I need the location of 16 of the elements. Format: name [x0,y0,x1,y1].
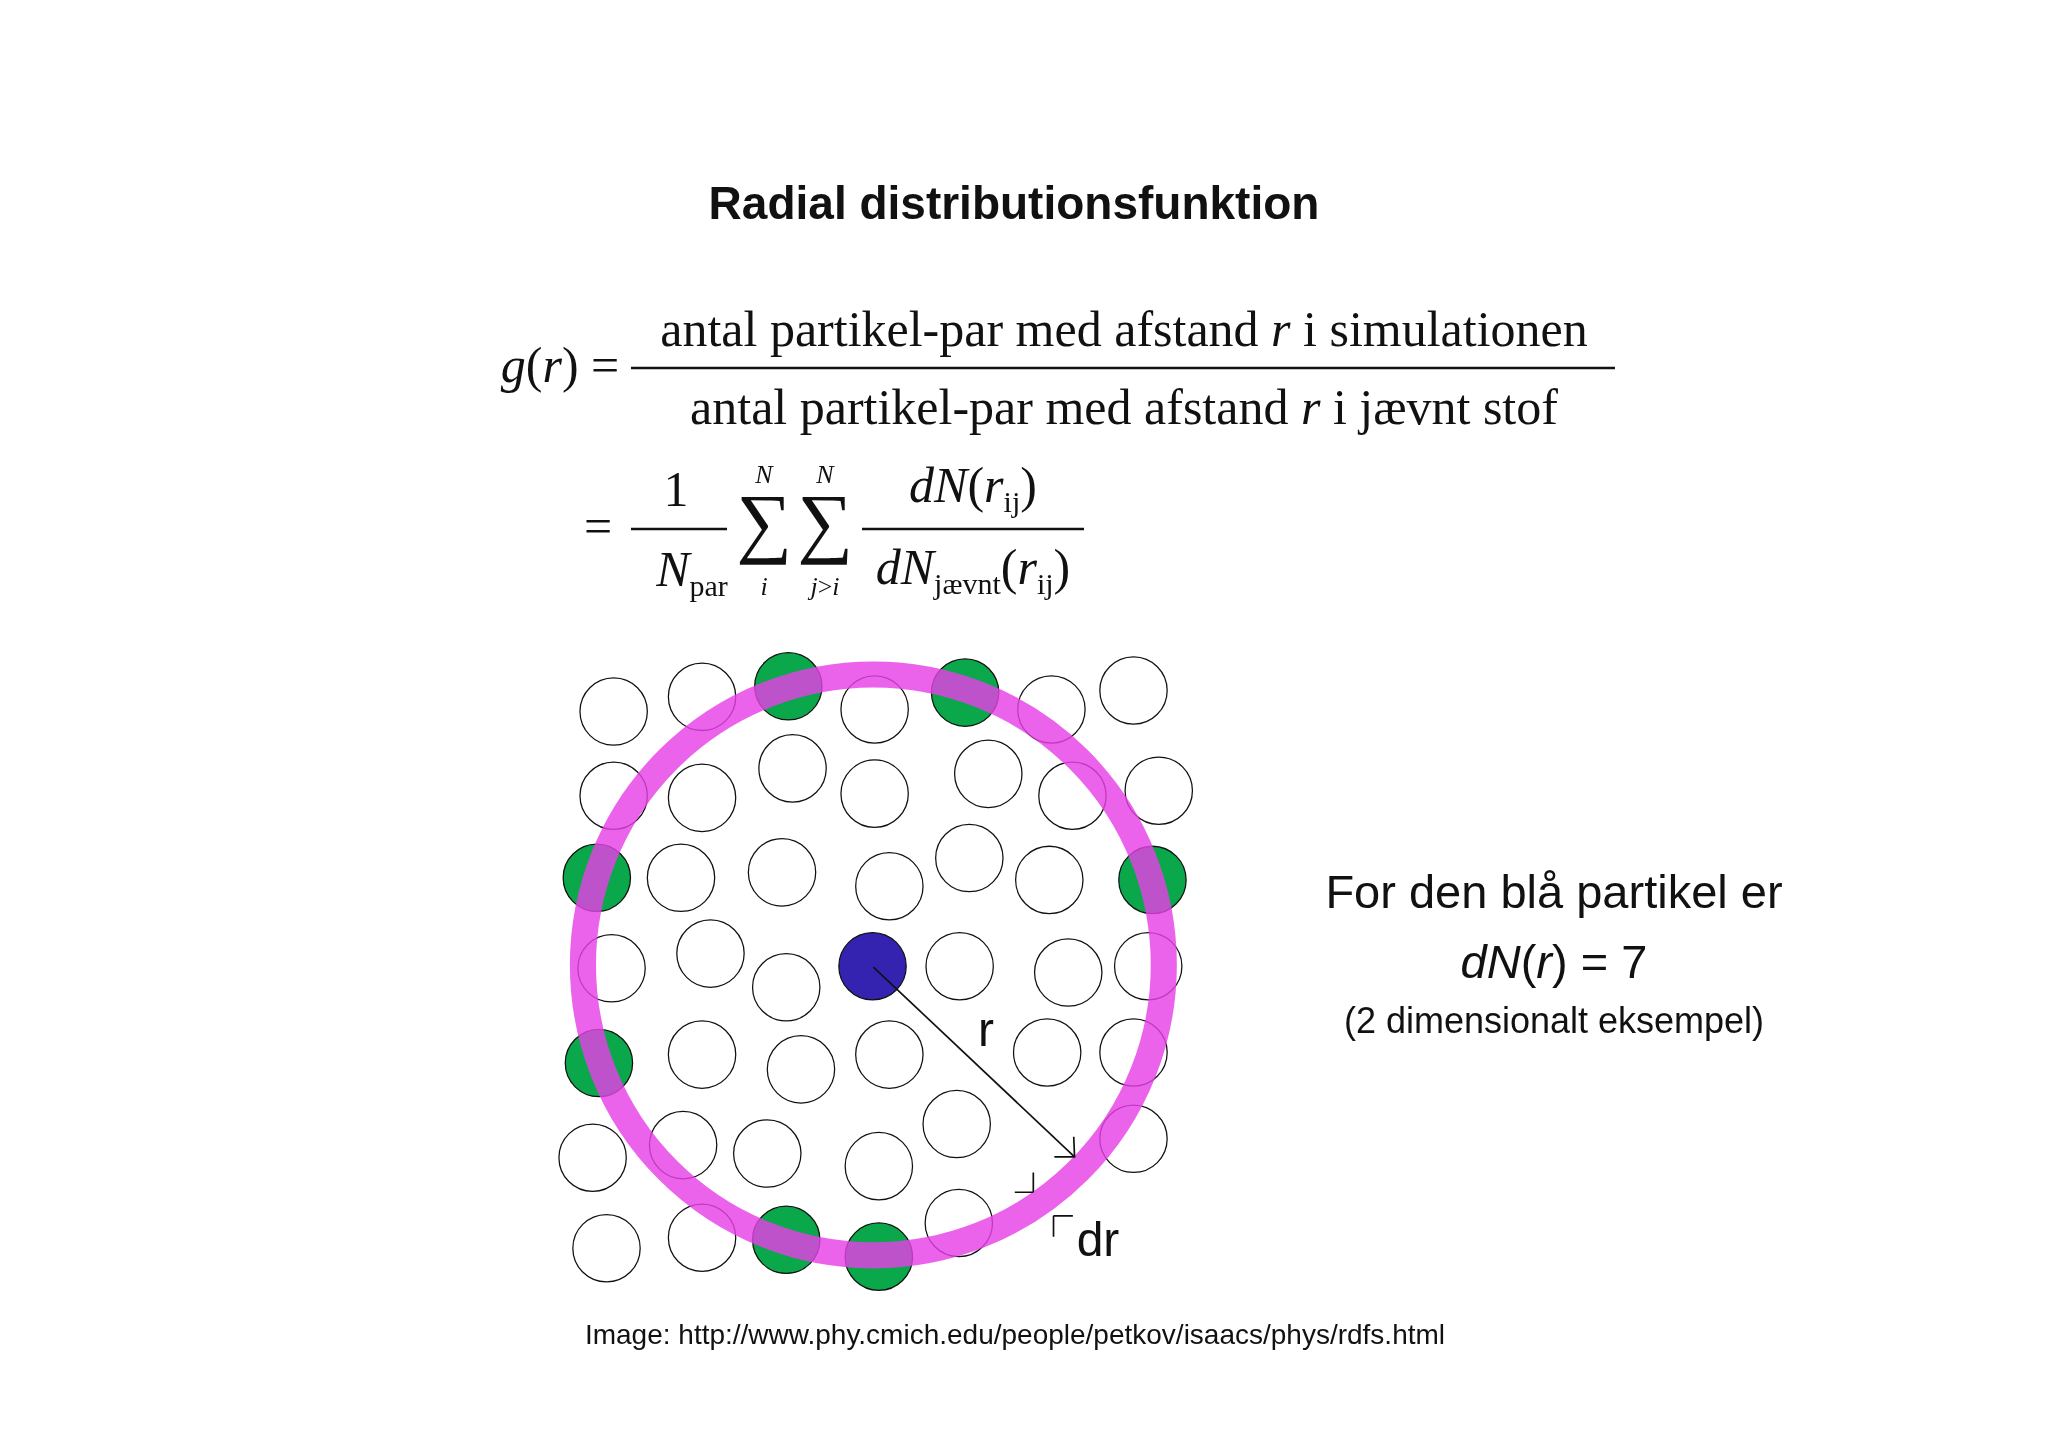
title: Radial distributionsfunktion [708,176,1320,230]
formula-text: 1 [663,461,689,519]
formula-text: antal partikel-par med afstand r i simulationen [660,301,1588,359]
formula-text: i [760,572,768,602]
formula-text: dN(r$_{ij}$) [909,456,1037,520]
diagram-label: dr [1076,1212,1120,1268]
caption-text: dN(r) = 7 [1460,935,1648,989]
caption-text: (2 dimensionalt eksempel) [1343,1000,1765,1042]
caption-text: For den blå partikel er [1325,865,1783,919]
credit-text: Image: http://www.phy.cmich.edu/people/petkov/isaacs/phys/rdfs.html [584,1318,1446,1352]
formula-text: = [583,498,613,556]
formula-text: g(r) = [500,337,620,395]
diagram-label: r [978,1002,994,1058]
formula-text: dN$_{jævnt}$(r$_{ij}$) [875,538,1071,602]
formula-text: N$_{par}$ [656,540,728,604]
formula-text: antal partikel-par med afstand r i jævnt stof [690,379,1558,437]
